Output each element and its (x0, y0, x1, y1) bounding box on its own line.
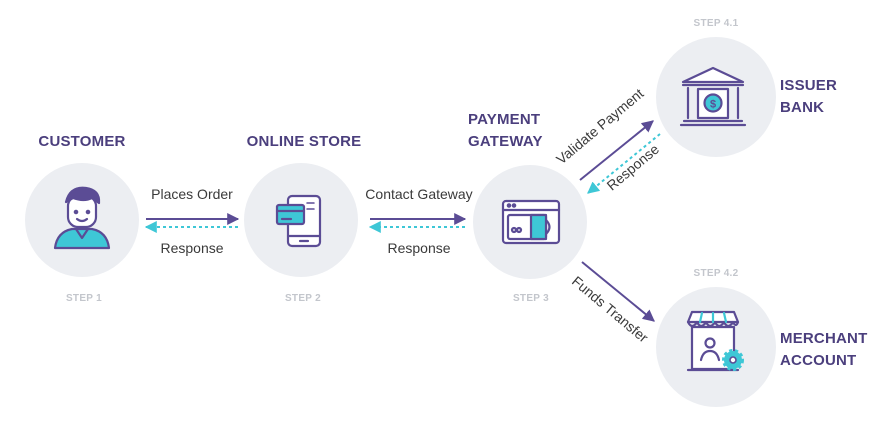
funds-transfer-arrow (581, 261, 655, 322)
online-store-title: ONLINE STORE (247, 133, 362, 150)
payment-gateway-title-line1: PAYMENT (468, 111, 540, 128)
response-label-3: Response (603, 141, 662, 194)
issuer-bank-title-line1: ISSUER (780, 77, 837, 94)
browser-card-icon (501, 199, 561, 245)
places-order-label: Places Order (151, 186, 233, 202)
customer-title: CUSTOMER (38, 133, 125, 150)
step-1-label: STEP 1 (66, 293, 102, 304)
validate-payment-arrow (579, 120, 654, 181)
step-4-1-label: STEP 4.1 (693, 18, 738, 29)
person-icon (53, 186, 111, 250)
payment-gateway-title-line2: GATEWAY (468, 133, 543, 150)
step-3-label: STEP 3 (513, 293, 549, 304)
step-4-2-label: STEP 4.2 (693, 268, 738, 279)
dollar-icon: $ (710, 99, 716, 111)
gear-icon (722, 349, 744, 371)
merchant-account-title-line1: MERCHANT (780, 330, 867, 347)
phone-card-icon (275, 194, 322, 248)
step-2-label: STEP 2 (285, 293, 321, 304)
contact-gateway-label: Contact Gateway (365, 186, 472, 202)
response-label-1: Response (160, 240, 223, 256)
issuer-bank-title-line2: BANK (780, 99, 824, 116)
response-label-2: Response (387, 240, 450, 256)
merchant-account-title-line2: ACCOUNT (780, 352, 856, 369)
bank-icon (679, 66, 747, 127)
validate-payment-label: Validate Payment (553, 85, 647, 167)
